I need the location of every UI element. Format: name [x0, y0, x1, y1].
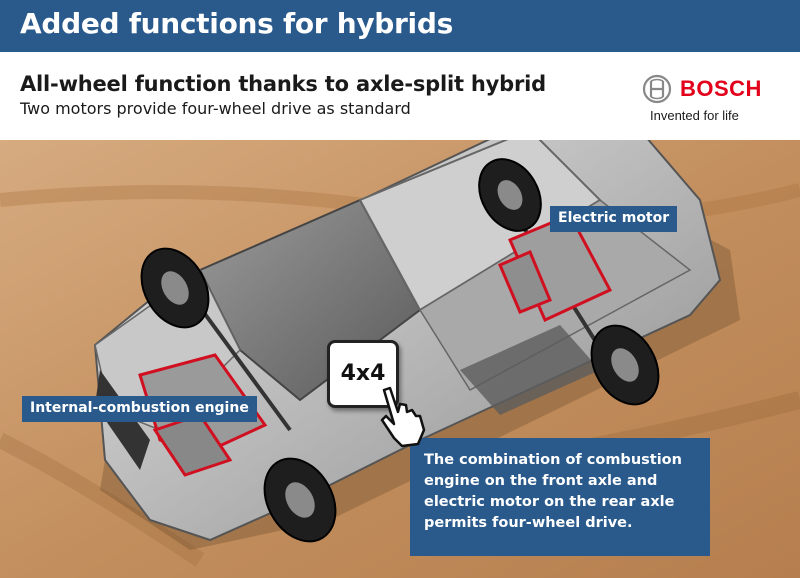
- tire-track: [0, 432, 205, 567]
- four-by-four-label: 4x4: [340, 361, 386, 386]
- electric-motor-housing: [498, 250, 552, 314]
- four-by-four-button[interactable]: 4x4: [327, 340, 399, 408]
- headline: All-wheel function thanks to axle-split …: [20, 72, 546, 96]
- header: All-wheel function thanks to axle-split …: [0, 52, 800, 140]
- bosch-slogan: Invented for life: [650, 108, 739, 123]
- explanation-note: The combination of combustion engine on …: [410, 438, 710, 556]
- wheel-hub: [611, 348, 639, 382]
- wheel-hub: [497, 180, 523, 210]
- bosch-armature-icon: [642, 74, 672, 104]
- side-window: [460, 325, 600, 415]
- wheel-hub: [161, 271, 189, 305]
- electric-motor-label: Electric motor: [550, 206, 678, 232]
- pointing-hand-icon: [380, 386, 426, 448]
- subhead: Two motors provide four-wheel drive as s…: [20, 99, 411, 118]
- page-title: Added functions for hybrids: [20, 7, 453, 40]
- combustion-engine-label: Internal-combustion engine: [22, 396, 257, 422]
- bosch-brand: BOSCH: [680, 76, 762, 101]
- title-bar: Added functions for hybrids: [0, 0, 800, 52]
- bosch-logo: BOSCH Invented for life: [640, 74, 790, 124]
- wheel-hub: [285, 482, 315, 518]
